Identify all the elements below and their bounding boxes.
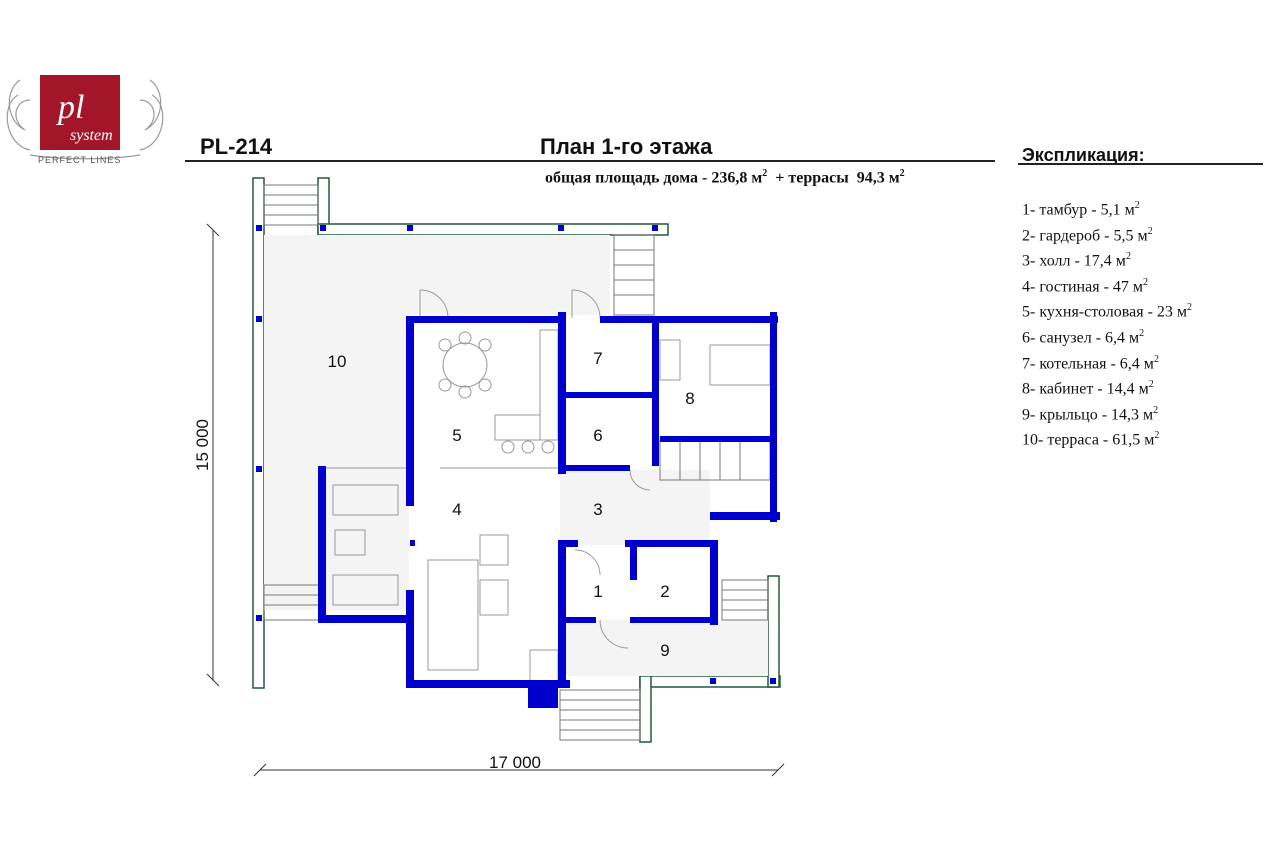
legend-item: 2- гардероб - 5,5 м2 — [1022, 225, 1153, 244]
room-label: 2 — [660, 582, 669, 601]
area-house: общая площадь дома - 236,8 м — [545, 169, 763, 187]
legend-item: 10- терраса - 61,5 м2 — [1022, 430, 1160, 449]
room-label: 6 — [593, 426, 602, 445]
dimension-lines — [206, 223, 785, 777]
room-label: 7 — [593, 349, 602, 368]
posts — [256, 225, 776, 684]
legend-list: 1- тамбур - 5,1 м2 2- гардероб - 5,5 м2 … — [1022, 196, 1192, 452]
room-labels: 1 2 3 4 5 6 7 8 9 10 — [328, 349, 695, 660]
dimension-width: 17 000 — [489, 753, 541, 772]
legend-item: 5- кухня-столовая - 23 м2 — [1022, 302, 1193, 321]
header-rule — [185, 160, 995, 162]
legend-item: 3- холл - 17,4 м2 — [1022, 251, 1131, 270]
room-label: 4 — [452, 500, 461, 519]
legend-item: 1- тамбур - 5,1 м2 — [1022, 200, 1140, 219]
stairs — [263, 184, 771, 741]
legend-title: Экспликация: — [1022, 145, 1145, 165]
room-label: 8 — [685, 389, 694, 408]
pl-system-logo: pl system PERFECT LINES — [6, 75, 164, 165]
page-title: План 1-го этажа — [540, 134, 713, 159]
legend-item: 4- гостиная - 47 м2 — [1022, 276, 1149, 296]
room-label: 1 — [593, 582, 602, 601]
legend-rule — [1018, 163, 1263, 165]
dimension-height: 15 000 — [193, 419, 212, 471]
room-label: 3 — [593, 500, 602, 519]
logo-mark: pl — [56, 89, 84, 126]
logo-sub: system — [70, 127, 113, 144]
legend-item: 9- крыльцо - 14,3 м2 — [1022, 404, 1159, 424]
project-code: PL-214 — [200, 134, 273, 159]
legend-item: 8- кабинет - 14,4 м2 — [1022, 379, 1154, 398]
logo-badge — [40, 75, 120, 150]
walls — [318, 312, 780, 708]
logo-tagline: PERFECT LINES — [38, 155, 121, 165]
room-label: 10 — [328, 352, 347, 371]
room-label: 9 — [660, 641, 669, 660]
logo-ornament — [6, 79, 164, 160]
legend-item: 7- котельная - 6,4 м2 — [1022, 353, 1159, 372]
room-label: 5 — [452, 426, 461, 445]
floor-texture — [264, 235, 768, 676]
area-terrace: + террасы 94,3 м — [767, 169, 900, 187]
legend-item: 6- санузел - 6,4 м2 — [1022, 327, 1145, 347]
area-summary: общая площадь дома - 236,8 м2 + террасы … — [545, 168, 905, 187]
